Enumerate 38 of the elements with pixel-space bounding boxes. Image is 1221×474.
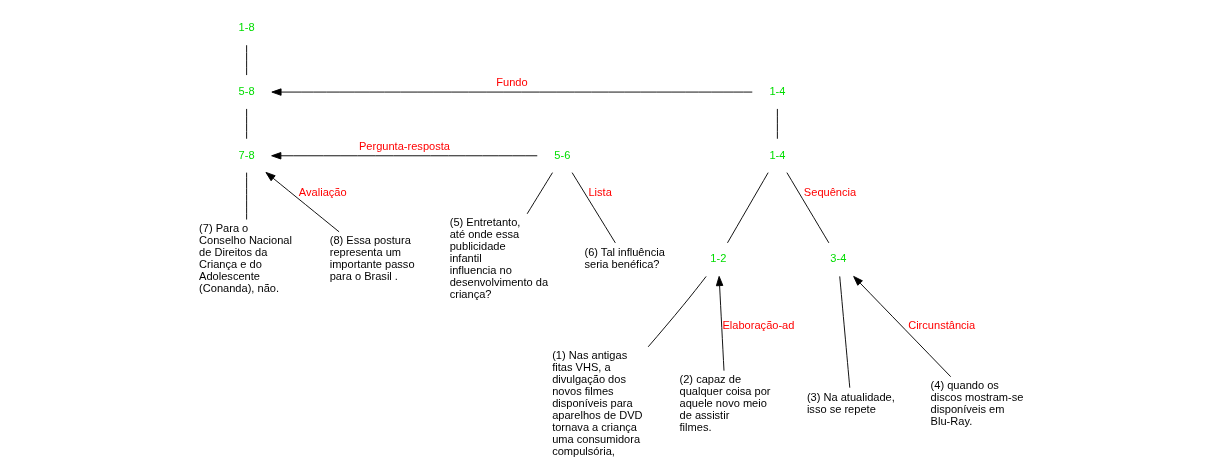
node-text: (3) Na atualidade, isso se repete <box>806 391 895 416</box>
edge-label: Sequência <box>803 186 856 199</box>
connector <box>245 44 247 76</box>
node-text: 5-8 <box>238 84 255 97</box>
node-text: 7-8 <box>238 148 255 161</box>
arrow <box>852 275 951 378</box>
node-text: (4) quando os discos mostram-se disponíveis em Blu-Ray. <box>930 379 1023 428</box>
connector <box>245 172 247 220</box>
edge-label: Lista <box>587 186 612 199</box>
connector <box>647 275 707 348</box>
arrow <box>715 275 724 372</box>
edge-label: Elaboração-ad <box>721 318 794 331</box>
node-text: (2) capaz de qualquer coisa por aquele novo meio de assistir filmes. <box>679 373 771 434</box>
node-text: (7) Para o Conselho Nacional de Direitos da Criança e do Adolescente (Conanda), não. <box>198 222 292 295</box>
connector <box>245 108 247 140</box>
connector <box>785 172 829 244</box>
node-text: 1-8 <box>238 21 255 34</box>
connector <box>571 172 616 244</box>
arrow <box>270 88 753 96</box>
arrow <box>265 171 340 233</box>
edge-label: Pergunta-resposta <box>358 139 450 152</box>
node-text: 1-2 <box>709 252 726 265</box>
arrow <box>270 152 538 160</box>
edge-label: Circunstância <box>907 318 975 331</box>
connector <box>526 172 553 215</box>
connector <box>726 172 769 244</box>
node-text: (5) Entretanto, até onde essa publicidade infantil influencia no desenvolvimento da criança? <box>449 216 548 301</box>
node-text: 1-4 <box>768 148 785 161</box>
node-text: (1) Nas antigas fitas VHS, a divulgação dos novos filmes disponíveis para aparelhos de DVD tornava a criança uma consumidora compulsória, <box>551 349 643 458</box>
node-text: (6) Tal influência seria benéfica? <box>583 246 665 271</box>
connector <box>776 108 778 140</box>
connector <box>838 275 850 389</box>
node-text: (8) Essa postura representa um importante passo para o Brasil . <box>329 234 415 283</box>
node-text: 3-4 <box>829 252 846 265</box>
node-text: 5-6 <box>553 148 570 161</box>
edge-label: Avaliação <box>298 186 347 199</box>
edge-label: Fundo <box>495 76 528 89</box>
node-text: 1-4 <box>768 84 785 97</box>
